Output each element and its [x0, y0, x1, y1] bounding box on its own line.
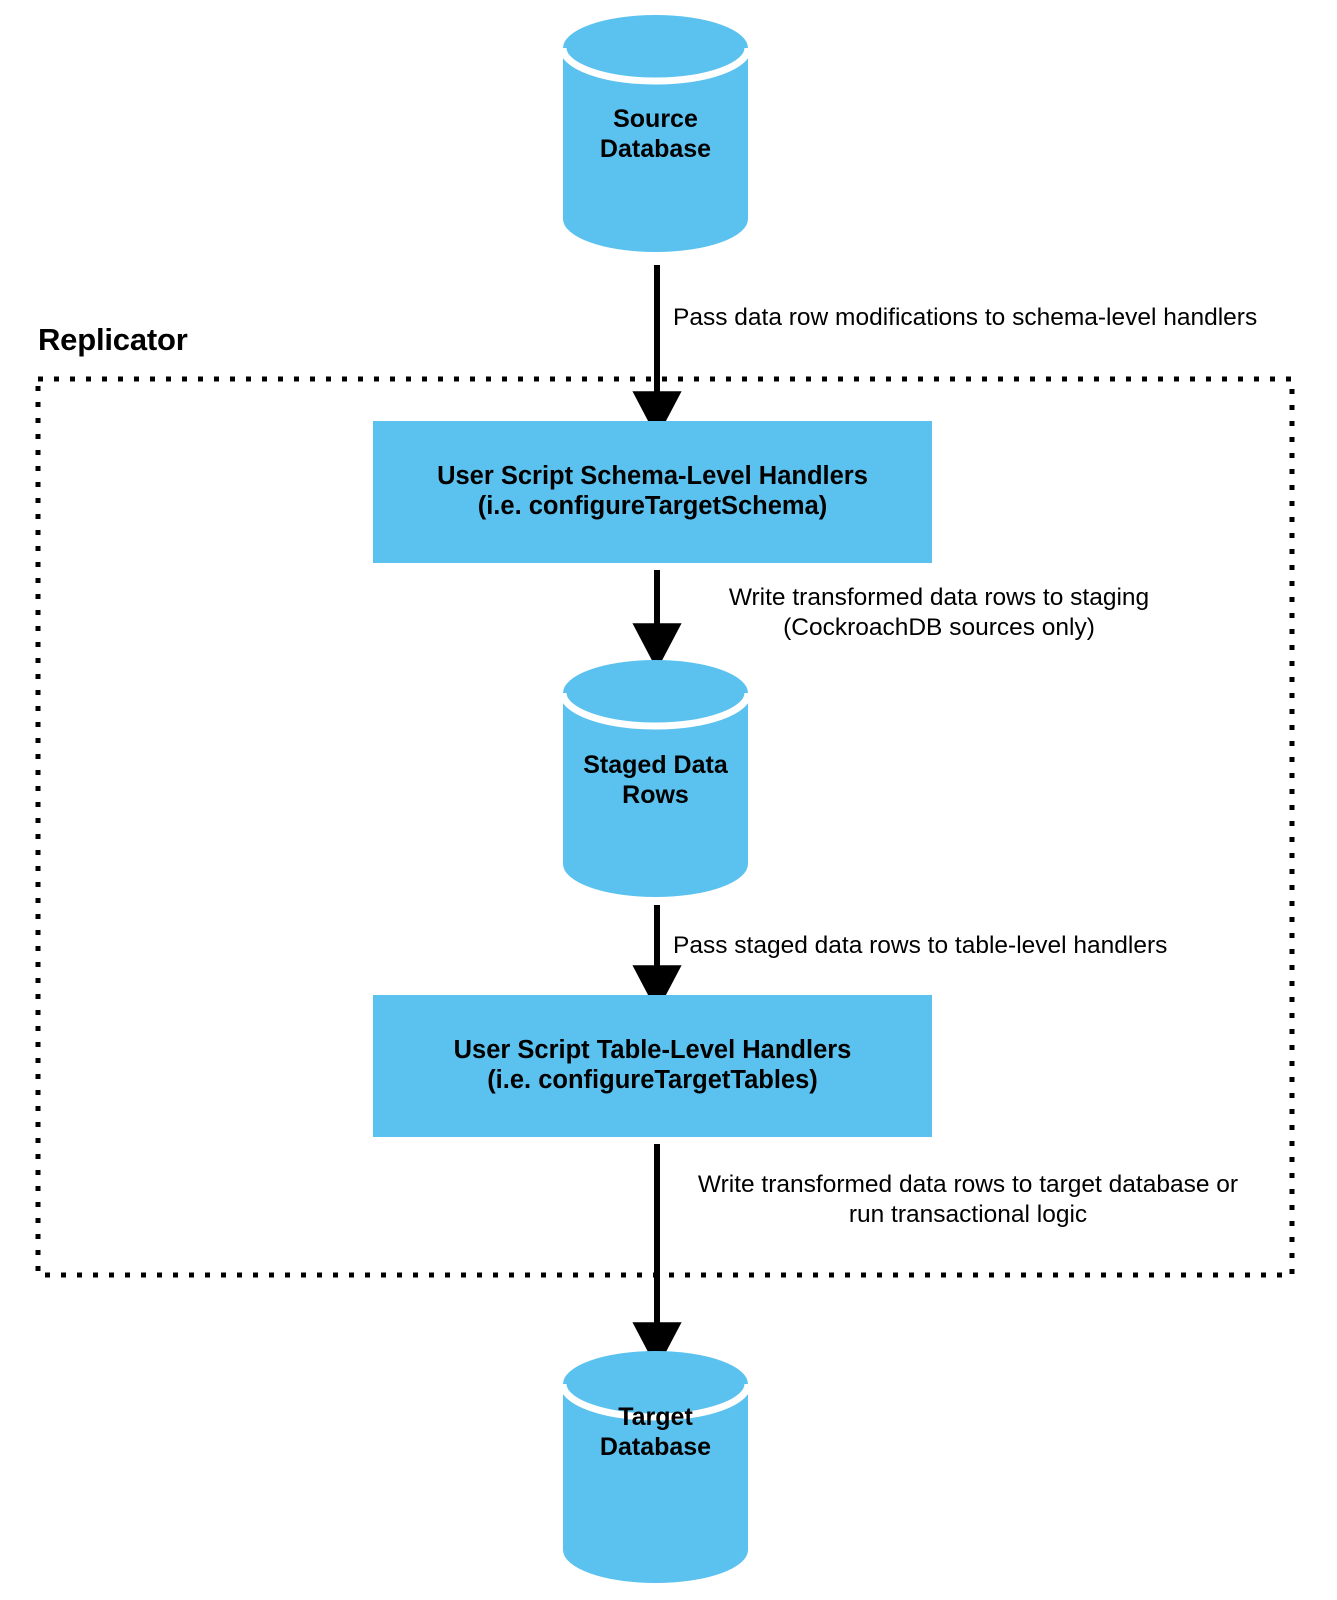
- edge-label-source-to-schema-handlers: Pass data row modifications to schema-le…: [673, 304, 1258, 331]
- target-database-shape: [559, 1351, 752, 1584]
- replicator-group-border: [35, 376, 1295, 1278]
- table-level-handlers-shape: [373, 995, 932, 1137]
- edge-label-schema-handlers-to-staging: Write transformed data rows to staging (…: [728, 584, 1150, 642]
- edge-label-staging-to-table-handlers: Pass staged data rows to table-level han…: [673, 932, 1168, 959]
- edge-label-table-handlers-to-target: Write transformed data rows to target da…: [697, 1171, 1239, 1229]
- replicator-group-title: Replicator: [38, 322, 188, 357]
- staged-data-rows-shape: [559, 660, 752, 898]
- source-database-shape: [559, 15, 752, 253]
- schema-level-handlers-shape: [373, 421, 932, 563]
